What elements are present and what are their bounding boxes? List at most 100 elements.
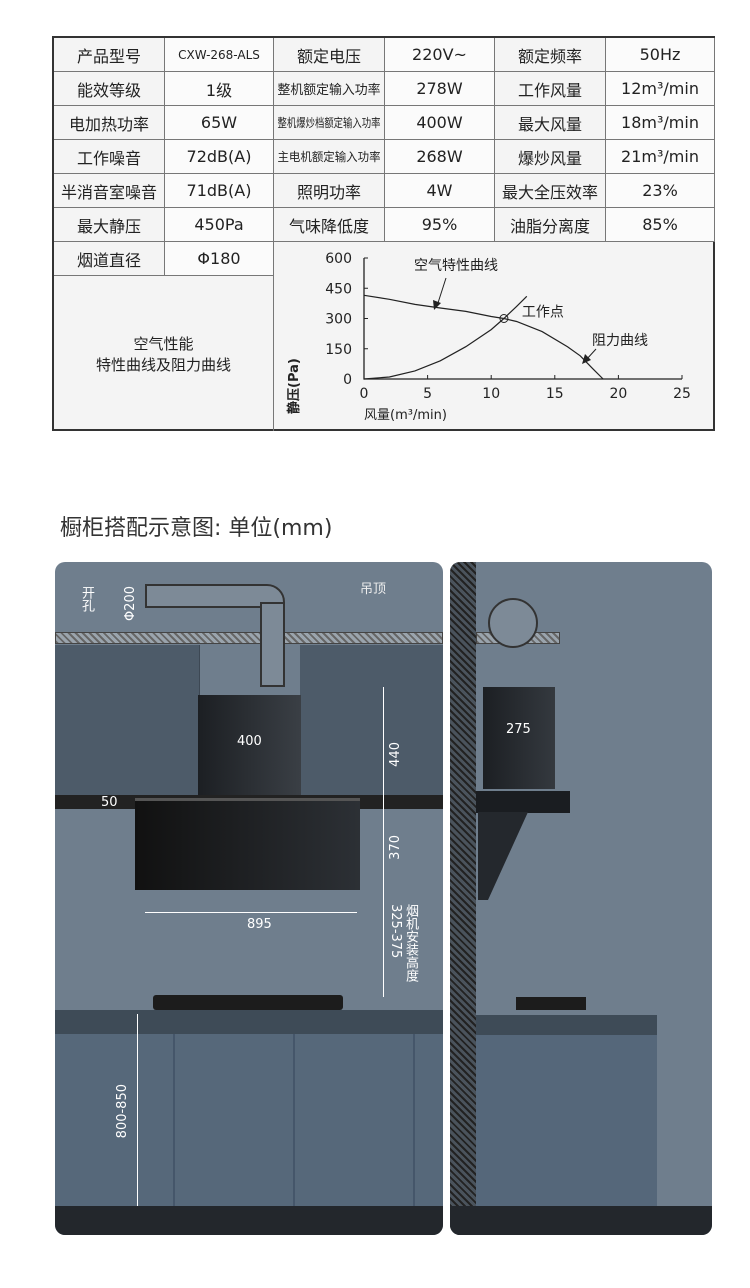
countertop xyxy=(55,1010,443,1034)
hood-side xyxy=(476,791,570,813)
spec-value: 400W xyxy=(385,106,495,140)
floor-base-side xyxy=(450,1206,712,1235)
spec-label: 最大静压 xyxy=(54,208,165,242)
spec-label: 整机爆炒档额定输入功率 xyxy=(274,106,385,140)
resistance-curve xyxy=(363,295,528,380)
hole-label: 开孔 xyxy=(79,586,94,612)
spec-value: 95% xyxy=(385,208,495,242)
height-370: 370 xyxy=(388,835,403,860)
spec-label: 爆炒风量 xyxy=(495,140,606,174)
front-view-diagram: 开孔 Φ200 吊顶 400 440 50 370 895 烟机安装高度 325… xyxy=(55,562,443,1235)
depth-275: 275 xyxy=(506,722,531,737)
x-tick-label: 15 xyxy=(546,386,564,402)
spec-label: 工作噪音 xyxy=(54,140,165,174)
spec-value: 23% xyxy=(606,174,715,208)
wall xyxy=(450,562,476,1235)
chart-caption-line: 特性曲线及阻力曲线 xyxy=(95,355,231,374)
upper-cabinet-left xyxy=(55,645,200,795)
spec-label: 半消音室噪音 xyxy=(54,174,165,208)
spec-label: 烟道直径 xyxy=(54,242,165,276)
spec-value: 278W xyxy=(385,72,495,106)
hood-chimney xyxy=(198,695,301,795)
operating-point-label: 工作点 xyxy=(522,305,564,321)
spec-label-text: 整机爆炒档额定输入功率 xyxy=(277,116,381,130)
air-characteristic-curve xyxy=(363,294,604,380)
spec-value: CXW-268-ALS xyxy=(165,38,274,72)
spec-label: 油脂分离度 xyxy=(495,208,606,242)
ceiling xyxy=(55,632,443,644)
spec-value: 72dB(A) xyxy=(165,140,274,174)
counter-height: 800-850 xyxy=(115,1084,130,1139)
width-895-line xyxy=(145,912,357,913)
x-tick-label: 20 xyxy=(609,386,627,402)
vertical-dim-line xyxy=(383,687,384,997)
hood-body xyxy=(135,798,360,890)
spec-value: 268W xyxy=(385,140,495,174)
spec-value: 4W xyxy=(385,174,495,208)
spec-label: 能效等级 xyxy=(54,72,165,106)
burner-side xyxy=(516,997,586,1010)
install-height: 325-375 xyxy=(388,904,403,959)
spec-label: 最大全压效率 xyxy=(495,174,606,208)
burners xyxy=(153,995,343,1010)
y-axis-label: 静压(Pa) xyxy=(286,358,302,414)
spec-label: 额定频率 xyxy=(495,38,606,72)
spec-label: 照明功率 xyxy=(274,174,385,208)
y-tick-label: 0 xyxy=(343,372,352,388)
series-label-air: 空气特性曲线 xyxy=(414,258,498,274)
floor-base xyxy=(55,1206,443,1235)
arrow-head xyxy=(582,354,591,364)
y-tick-label: 600 xyxy=(325,251,352,267)
y-tick-label: 450 xyxy=(325,281,352,297)
section-title: 橱柜搭配示意图: 单位(mm) xyxy=(60,516,333,541)
x-tick-label: 5 xyxy=(423,386,432,402)
spec-value: 18m³/min xyxy=(606,106,715,140)
spec-value: 220V~ xyxy=(385,38,495,72)
operating-point-marker xyxy=(499,314,509,323)
spec-label: 额定电压 xyxy=(274,38,385,72)
upper-cabinet-right xyxy=(300,645,443,795)
x-axis-label: 风量(m³/min) xyxy=(364,408,447,423)
spec-value: 65W xyxy=(165,106,274,140)
spec-value: 1级 xyxy=(165,72,274,106)
spec-value: Φ180 xyxy=(165,242,274,276)
spec-label-text: 主电机额定输入功率 xyxy=(277,150,381,164)
spec-label: 产品型号 xyxy=(54,38,165,72)
hood-side-lower xyxy=(478,812,528,900)
counter-dim-line xyxy=(137,1014,138,1206)
chimney-side xyxy=(483,687,555,789)
x-tick-label: 10 xyxy=(482,386,500,402)
width-895: 895 xyxy=(247,917,272,932)
hole-dim: Φ200 xyxy=(123,586,138,622)
air-label-arrow xyxy=(436,277,447,307)
duct-vertical xyxy=(260,602,285,687)
spec-label: 电加热功率 xyxy=(54,106,165,140)
spec-label: 整机额定输入功率 xyxy=(274,72,385,106)
x-tick-label: 25 xyxy=(673,386,691,402)
install-height-label: 烟机安装高度 xyxy=(403,904,418,982)
y-tick-label: 300 xyxy=(325,312,352,328)
side-view-diagram: 275 xyxy=(450,562,712,1235)
width-400: 400 xyxy=(237,734,262,749)
spec-label: 主电机额定输入功率 xyxy=(274,140,385,174)
spec-label: 最大风量 xyxy=(495,106,606,140)
spec-value: 85% xyxy=(606,208,715,242)
duct-circle xyxy=(488,598,538,648)
ceiling-label: 吊顶 xyxy=(360,582,387,597)
series-label-resistance: 阻力曲线 xyxy=(592,333,648,349)
height-440: 440 xyxy=(388,742,403,767)
spec-value: 71dB(A) xyxy=(165,174,274,208)
chart-caption-line: 空气性能 xyxy=(133,334,194,353)
countertop-side xyxy=(476,1015,657,1035)
lower-cabinet-side xyxy=(476,1035,657,1206)
spec-label: 工作风量 xyxy=(495,72,606,106)
chart-caption: 空气性能特性曲线及阻力曲线 xyxy=(54,276,274,431)
spec-value: 21m³/min xyxy=(606,140,715,174)
x-tick-label: 0 xyxy=(360,386,369,402)
spec-value: 450Pa xyxy=(165,208,274,242)
spec-label: 气味降低度 xyxy=(274,208,385,242)
arrow-head xyxy=(433,300,441,310)
spec-label-text: 整机额定输入功率 xyxy=(277,83,381,98)
